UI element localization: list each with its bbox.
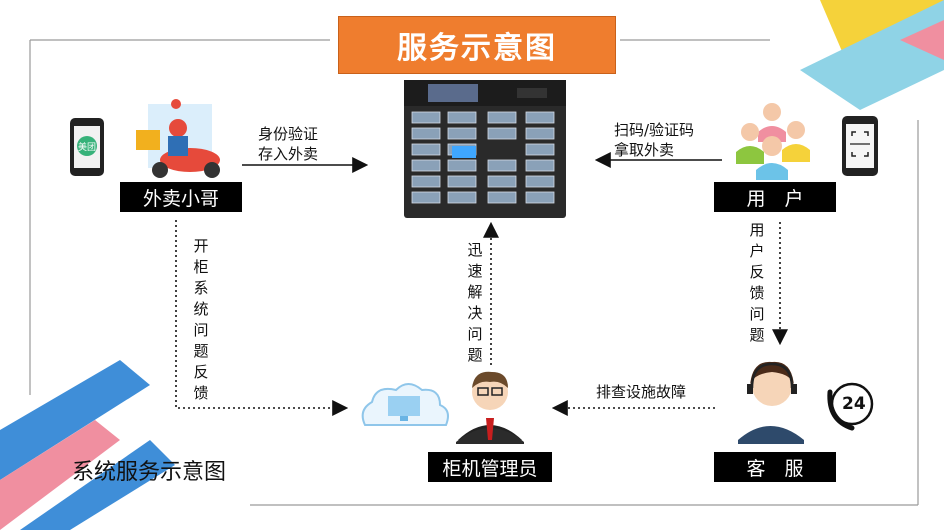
pink-stroke-bottom	[0, 420, 120, 530]
blue-stroke	[0, 360, 150, 480]
node-service: 客 服	[714, 452, 836, 482]
blue-stroke-bottom	[20, 440, 175, 530]
locker-machine	[404, 80, 566, 218]
locker-screen	[452, 146, 476, 158]
edge-label-service-admin: 排查设施故障	[596, 383, 687, 401]
edge-label-courier-locker: 身份验证 存入外卖	[258, 124, 318, 164]
bottom-left-decoration	[0, 360, 175, 530]
cyan-stroke	[800, 0, 944, 110]
phone-badge-text: 美团	[78, 143, 97, 153]
edge-label-line: 扫码/验证码	[614, 121, 695, 139]
hotline-number: 24	[842, 394, 866, 414]
edge-label-line: 身份验证	[258, 125, 319, 143]
edge-label-admin-locker: 迅速解决问题	[467, 241, 483, 364]
pink-stroke	[900, 20, 944, 60]
top-right-decoration	[800, 0, 944, 110]
node-user: 用 户	[714, 182, 836, 212]
courier-scooter-icon	[136, 99, 220, 178]
edge-courier-admin	[175, 220, 349, 416]
cloud-computer-icon	[361, 383, 449, 426]
edge-label-user-service: 用户反馈问题	[749, 221, 765, 344]
hotline-24-icon	[827, 382, 874, 431]
scan-phone-icon	[842, 116, 878, 176]
user-group-icon	[736, 103, 810, 180]
admin-avatar-icon	[456, 371, 524, 444]
edge-label-line: 存入外卖	[258, 145, 319, 163]
phone-icon	[70, 118, 104, 176]
node-courier: 外卖小哥	[120, 182, 242, 212]
frame	[29, 39, 919, 506]
edges	[175, 152, 788, 416]
service-agent-icon	[738, 361, 804, 444]
footer-title: 系统服务示意图	[72, 460, 227, 485]
edge-label-line: 拿取外卖	[614, 141, 675, 159]
node-admin: 柜机管理员	[428, 452, 552, 482]
edge-label-courier-admin: 开柜系统问题反馈	[193, 237, 209, 402]
diagram-title: 服务示意图	[338, 16, 616, 74]
edge-label-user-locker: 扫码/验证码 拿取外卖	[614, 120, 694, 160]
